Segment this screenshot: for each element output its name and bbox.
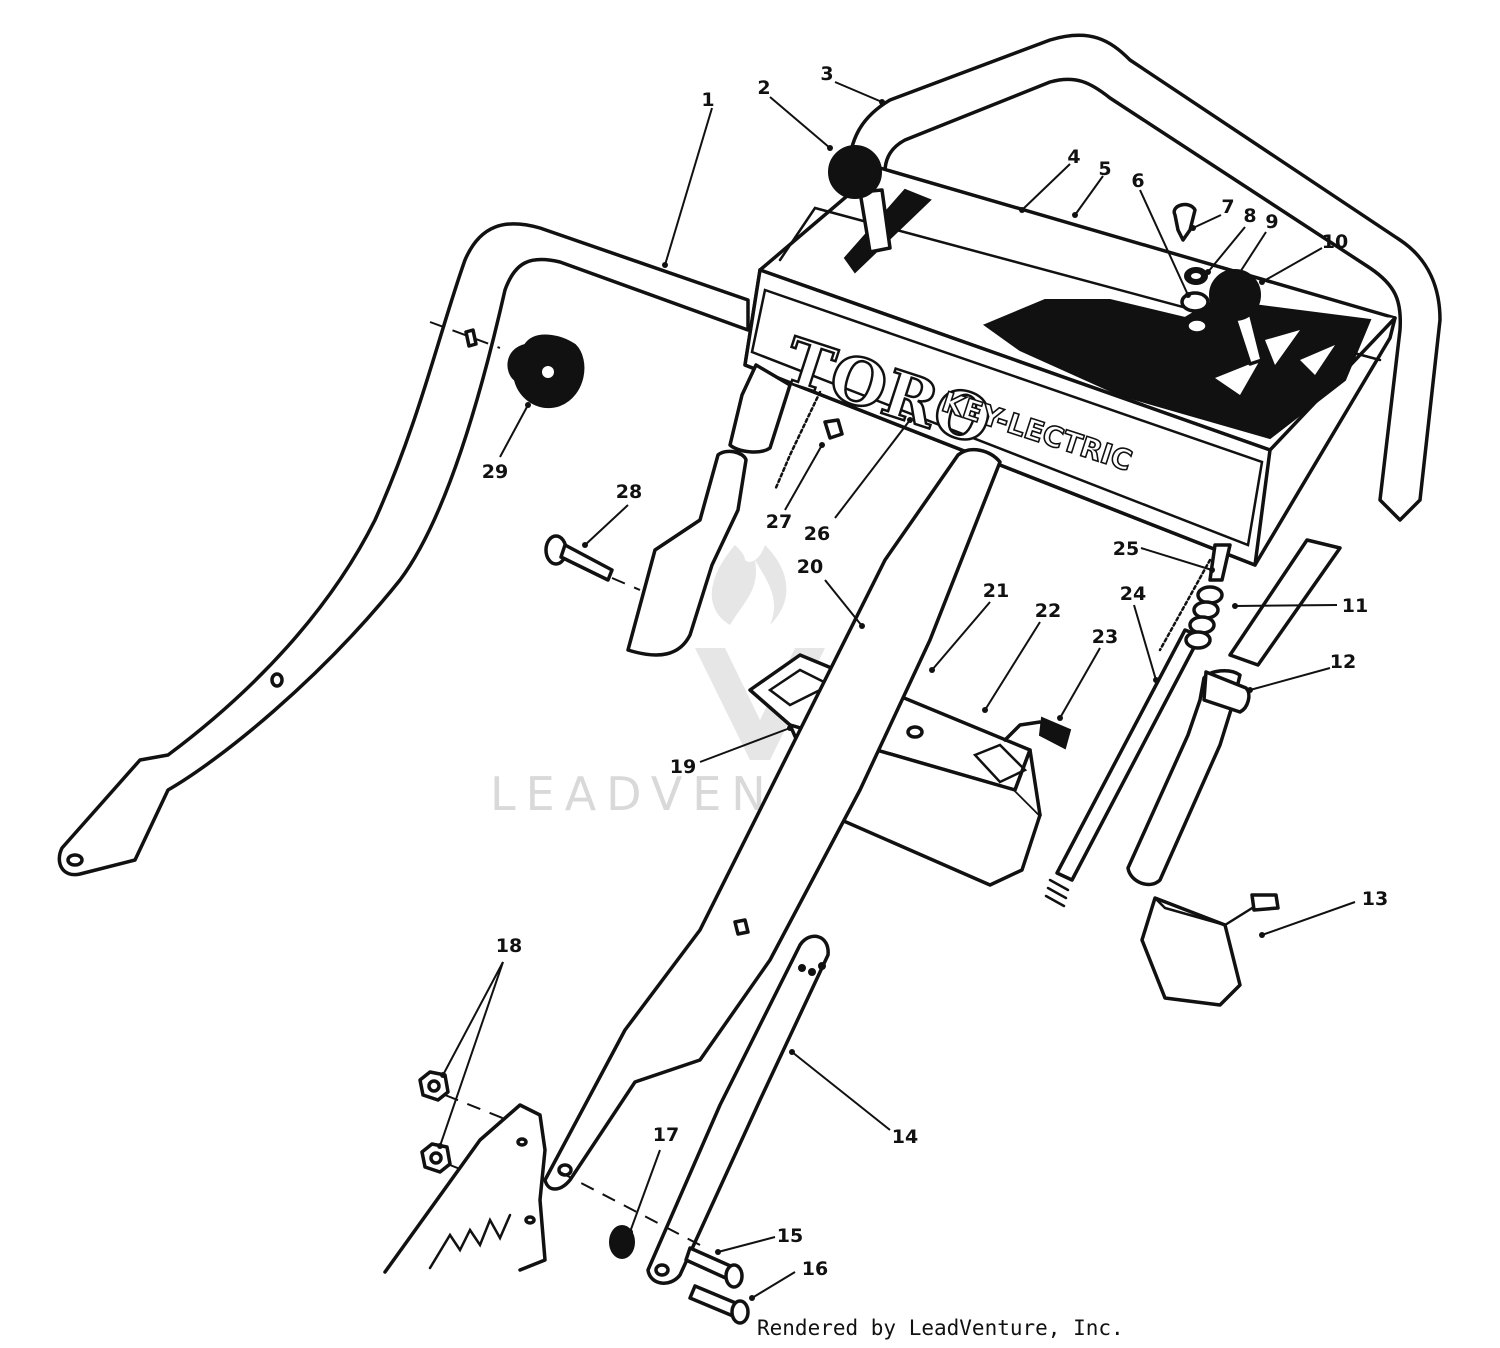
callout-24: 24 <box>1120 583 1146 605</box>
callout-12: 12 <box>1330 651 1356 673</box>
watermark-flame-icon <box>711 545 787 625</box>
part-27-cable-and-screw <box>773 390 844 492</box>
handle-mid-tube-left <box>626 363 792 657</box>
callout-10: 10 <box>1322 231 1348 253</box>
handle-main-tube-right <box>543 447 1002 1191</box>
callout-23: 23 <box>1092 626 1118 648</box>
callout-2: 2 <box>757 77 770 99</box>
callout-29: 29 <box>482 461 508 483</box>
part-28-bolt <box>544 534 641 591</box>
part-26-control-panel: TORO KEY-LECTRIC <box>743 166 1397 567</box>
parts-7-10-key-switch-and-lever <box>1172 202 1264 366</box>
callout-labels: 1 2 3 4 5 6 7 8 9 10 11 12 13 14 15 16 1… <box>482 63 1388 1280</box>
part-15-bolt <box>684 1246 744 1289</box>
part-29-handle-knob <box>429 321 585 408</box>
part-13-switch-box <box>1140 893 1280 1007</box>
callout-27: 27 <box>766 511 792 533</box>
callout-13: 13 <box>1362 888 1388 910</box>
callout-9: 9 <box>1265 211 1278 233</box>
mower-deck-fragment <box>383 1103 547 1274</box>
callout-18: 18 <box>496 935 522 957</box>
callout-19: 19 <box>670 756 696 778</box>
part-3-upper-handle-loop <box>846 33 1442 522</box>
callout-28: 28 <box>616 481 642 503</box>
part-14-lower-bracket <box>646 934 830 1285</box>
callout-15: 15 <box>777 1225 803 1247</box>
leader-lines <box>439 81 1356 1299</box>
callout-14: 14 <box>892 1126 918 1148</box>
part-3-right-lower-tube <box>1126 538 1342 887</box>
footer-credit: Rendered by LeadVenture, Inc. <box>757 1316 1124 1340</box>
panel-decal <box>982 298 1372 440</box>
part-11-spring <box>1158 543 1232 652</box>
callout-4: 4 <box>1067 146 1080 168</box>
callout-3: 3 <box>820 63 833 85</box>
throttle-knob <box>828 145 882 199</box>
part-2-throttle-lever <box>828 145 932 274</box>
callout-1: 1 <box>701 89 714 111</box>
callout-26: 26 <box>804 523 830 545</box>
callout-7: 7 <box>1221 196 1234 218</box>
callout-8: 8 <box>1243 205 1256 227</box>
callout-5: 5 <box>1098 158 1111 180</box>
callout-21: 21 <box>983 580 1009 602</box>
callout-11: 11 <box>1342 595 1368 617</box>
callout-17: 17 <box>653 1124 679 1146</box>
callout-16: 16 <box>802 1258 828 1280</box>
drive-lever-knob <box>1209 269 1261 321</box>
callout-20: 20 <box>797 556 823 578</box>
leader-dots <box>437 99 1265 1301</box>
part-1-left-handle-tube <box>57 222 750 877</box>
callout-6: 6 <box>1131 170 1144 192</box>
callout-22: 22 <box>1035 600 1061 622</box>
part-16-bolt <box>688 1284 750 1325</box>
callout-25: 25 <box>1113 538 1139 560</box>
